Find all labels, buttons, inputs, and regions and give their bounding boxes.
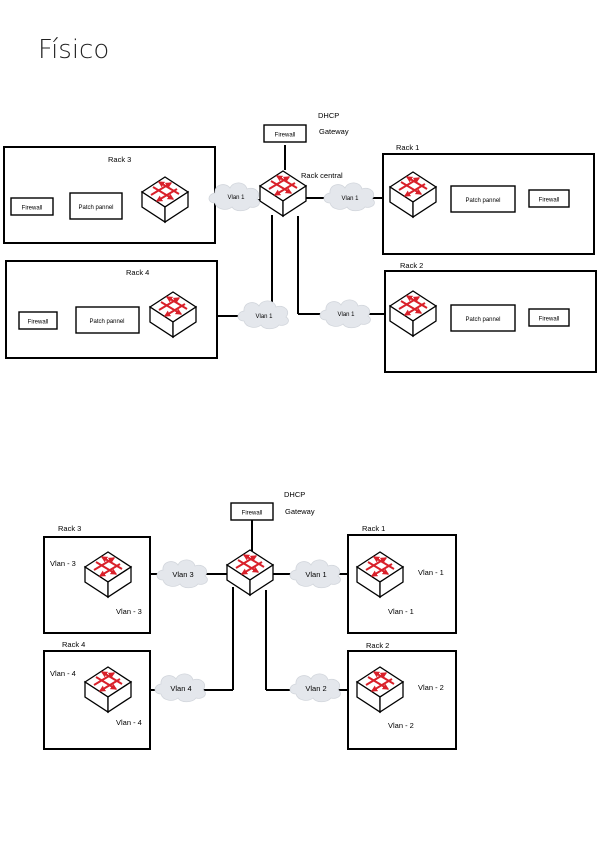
rack1-top-firewall-label: Firewall [539, 198, 560, 204]
rack3-top-patch-panel [69, 192, 123, 220]
rack4-bottom-vlan-left: Vlan - 4 [50, 669, 76, 678]
rack2-top-label: Rack 2 [400, 261, 423, 270]
rack4-top-patch-label: Patch pannel [89, 319, 124, 325]
rack3-top-firewall [10, 197, 54, 216]
rack2-bottom-cloud-label: Vlan 2 [305, 684, 326, 693]
rack2-top-patch-panel [450, 304, 516, 332]
rack4-top-firewall [18, 311, 58, 330]
rack3-top-patch-label: Patch pannel [78, 205, 113, 211]
page-title: Físico [38, 35, 109, 65]
bottom-diagram: Rack 3 Rack 4 Rack 1 Rack 2 DHCP Gateway… [43, 490, 457, 750]
rack1-bottom-label: Rack 1 [362, 524, 385, 533]
rack2-top-patch-label: Patch pannel [465, 317, 500, 323]
rack4-top-firewall-label: Firewall [28, 320, 49, 326]
rack4-bottom-label: Rack 4 [62, 640, 85, 649]
rack3-bottom-label: Rack 3 [58, 524, 81, 533]
dhcp-label-top: DHCP [318, 111, 339, 120]
gateway-label-bottom: Gateway [285, 507, 315, 516]
rack3-top-vlan-label: Vlan 1 [227, 195, 245, 201]
rack2-top-firewall [528, 308, 570, 327]
rack3-bottom-vlan-below: Vlan - 3 [116, 607, 142, 616]
rack1-top-patch-label: Patch pannel [465, 198, 500, 204]
rack4-top-patch-panel [75, 306, 140, 334]
gateway-label-top: Gateway [319, 127, 349, 136]
central-switch-top-icon [260, 171, 306, 216]
rack3-bottom-vlan-left: Vlan - 3 [50, 559, 76, 568]
rack2-bottom-label: Rack 2 [366, 641, 389, 650]
rack4-bottom-vlan-below: Vlan - 4 [116, 718, 142, 727]
central-firewall-top-label: Firewall [275, 133, 296, 139]
rack3-top-firewall-label: Firewall [22, 206, 43, 212]
rack-central-label: Rack central [301, 171, 343, 180]
rack1-top-patch-panel [450, 185, 516, 213]
rack1-bottom-vlan-below: Vlan - 1 [388, 607, 414, 616]
central-firewall-bottom [230, 502, 274, 521]
rack2-bottom-vlan-below: Vlan - 2 [388, 721, 414, 730]
rack4-bottom-box [43, 650, 151, 750]
central-firewall-bottom-label: Firewall [242, 511, 263, 517]
rack4-top-vlan-label: Vlan 1 [255, 314, 273, 320]
rack4-bottom-cloud-label: Vlan 4 [170, 684, 191, 693]
central-firewall-top [263, 124, 307, 143]
rack1-bottom-vlan-right: Vlan - 1 [418, 568, 444, 577]
rack3-bottom-cloud-label: Vlan 3 [172, 570, 193, 579]
rack2-top-vlan-label: Vlan 1 [337, 312, 355, 318]
rack2-top-firewall-label: Firewall [539, 317, 560, 323]
rack3-top-label: Rack 3 [108, 155, 131, 164]
rack1-bottom-cloud-label: Vlan 1 [305, 570, 326, 579]
top-diagram: Rack 3 Rack 4 Rack 1 Rack 2 DHCP Gateway… [3, 111, 597, 373]
dhcp-label-bottom: DHCP [284, 490, 305, 499]
rack1-top-label: Rack 1 [396, 143, 419, 152]
rack1-top-vlan-label: Vlan 1 [341, 196, 359, 202]
rack4-top-label: Rack 4 [126, 268, 149, 277]
rack1-top-firewall [528, 189, 570, 208]
rack2-bottom-vlan-right: Vlan - 2 [418, 683, 444, 692]
